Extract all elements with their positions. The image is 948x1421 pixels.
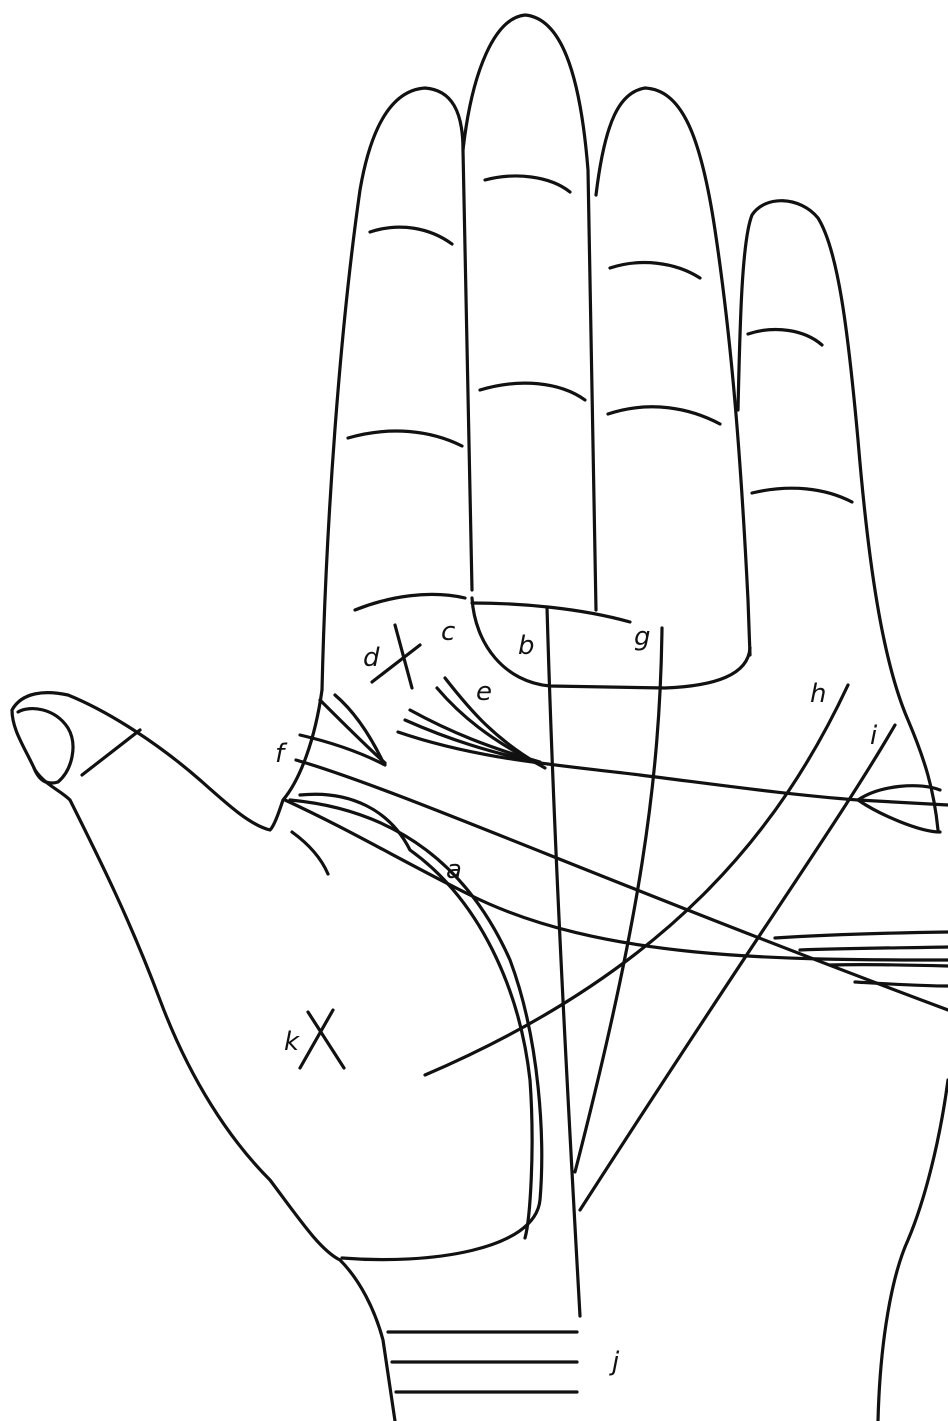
line-e-1 [445,678,545,768]
label-k: k [284,1027,300,1057]
line-fork [858,786,940,832]
edge-line-4 [855,982,948,986]
little-crease-lower [752,488,852,502]
label-e: e [476,677,492,707]
mount-arc [355,594,465,610]
middle-crease-lower [480,383,585,400]
label-j: j [609,1347,620,1377]
little-crease-upper [748,330,822,345]
label-b: b [518,631,535,661]
index-finger-outline [322,88,472,690]
middle-finger-outline [463,15,596,610]
label-a: a [446,855,462,885]
edge-line-3 [830,965,948,966]
line-h [425,685,848,1075]
index-crease-lower [348,431,462,446]
middle-crease-upper [485,176,570,192]
thumbnail-outline [18,709,73,783]
cross-k [300,1010,344,1068]
line-f-1 [320,700,385,763]
thumb-crease [82,730,140,775]
ring-crease-lower [608,407,720,424]
ring-finger-outline [596,88,750,655]
line-a-inner [300,794,532,1238]
line-b [547,607,580,1316]
label-d: d [363,643,380,673]
edge-line-1 [775,932,948,938]
line-a-outer [290,800,542,1260]
palm-lines [285,594,948,1392]
little-finger-outline [738,201,938,830]
index-crease-upper [370,227,452,244]
edge-line-2 [800,947,948,950]
girdle-line [472,598,750,688]
girdle-top [472,603,630,622]
thumb-base-crease [292,832,328,874]
label-g: g [634,622,651,652]
label-c: c [441,617,455,647]
palm-right-edge [878,1080,948,1421]
label-f: f [275,739,288,769]
ring-crease-upper [610,263,700,278]
line-g [575,628,662,1172]
label-i: i [870,721,878,751]
finger-creases [348,176,852,502]
label-h: h [810,679,826,709]
